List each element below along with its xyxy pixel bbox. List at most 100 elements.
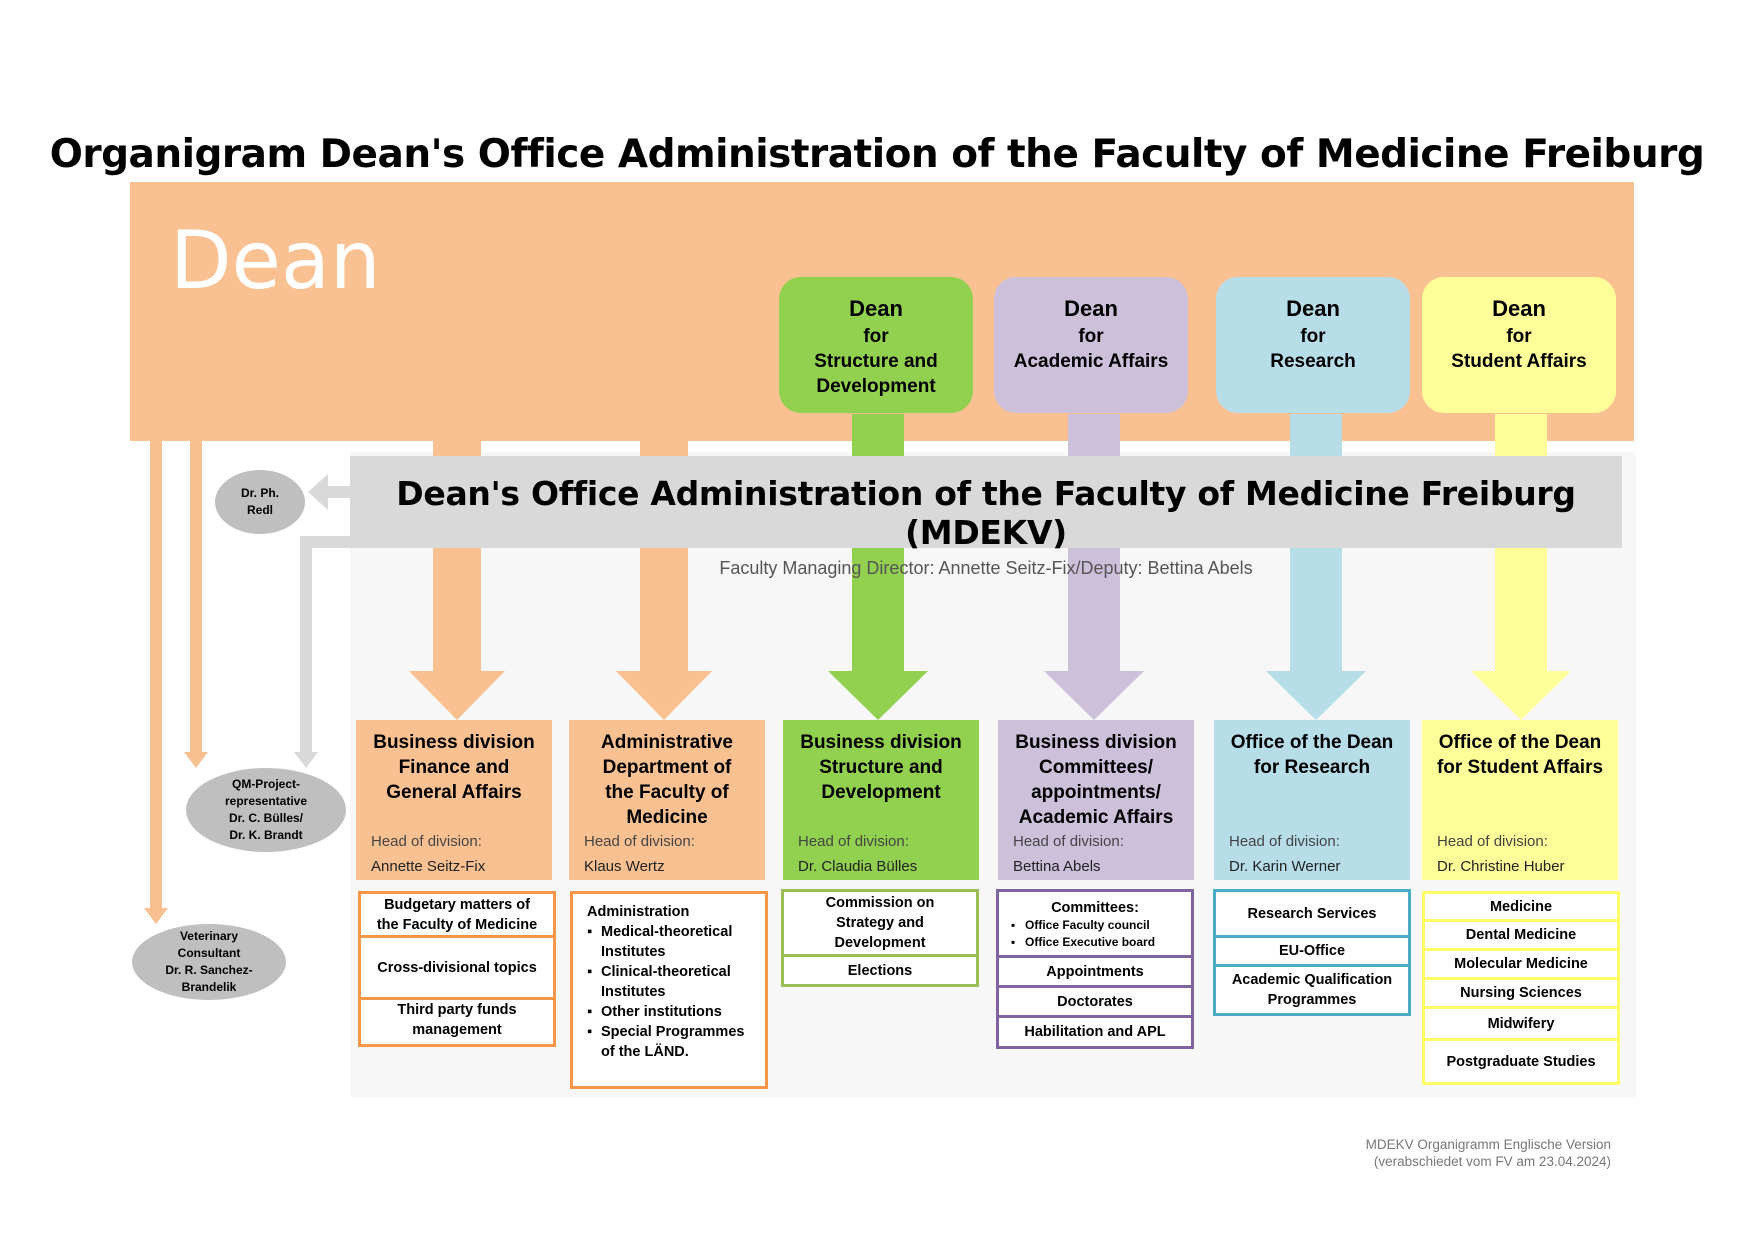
vice-dean-academic-l1: Dean <box>1064 296 1118 321</box>
staff-vet: Veterinary Consultant Dr. R. Sanchez- Br… <box>132 924 286 1000</box>
footer-line-1: MDEKV Organigramm Englische Version <box>1365 1137 1611 1152</box>
vice-dean-academic: Dean for Academic Affairs <box>994 277 1188 413</box>
division-finance: Business division Finance and General Af… <box>356 720 552 880</box>
arrow-structure-head <box>828 671 928 720</box>
task-budgetary-l2: the Faculty of Medicine <box>376 916 538 933</box>
task-doctorates: Doctorates <box>999 988 1191 1018</box>
division-committees-t2: Committees/ <box>1038 757 1154 778</box>
task-molecular-medicine: Molecular Medicine <box>1425 951 1617 980</box>
arrow-student-head <box>1471 671 1571 720</box>
arrow-research-head <box>1266 671 1366 720</box>
vice-dean-structure-l1: Dean <box>849 296 903 321</box>
task-eu-office: EU-Office <box>1216 938 1408 967</box>
task-nursing-sciences: Nursing Sciences <box>1425 980 1617 1009</box>
qm-connector <box>190 441 202 754</box>
division-committees: Business division Committees/ appointmen… <box>998 720 1194 880</box>
task-medicine: Medicine <box>1425 894 1617 922</box>
vice-dean-research-l1: Dean <box>1286 296 1340 321</box>
division-research-t2: for Research <box>1253 757 1371 778</box>
task-admin-item-3: Other institutions <box>587 1002 765 1022</box>
division-student-t1: Office of the Dean <box>1438 732 1602 753</box>
task-committees: Committees: Office Faculty council Offic… <box>999 892 1191 958</box>
task-third-party-l2: management <box>412 1022 502 1038</box>
staff-vet-l1: Veterinary <box>179 929 239 943</box>
task-postgraduate: Postgraduate Studies <box>1425 1041 1617 1082</box>
divisions-background <box>350 452 1636 1097</box>
task-committees-heading: Committees: <box>1051 900 1139 916</box>
division-structure-head-label: Head of division: <box>798 833 909 850</box>
task-commission: Commission on Strategy and Development <box>784 892 976 957</box>
division-committees-head: Bettina Abels <box>1013 858 1101 875</box>
vet-connector <box>150 441 162 911</box>
staff-redl: Dr. Ph. Redl <box>215 470 305 534</box>
division-admin-head: Klaus Wertz <box>584 858 665 875</box>
page-title: Organigram Dean's Office Administration … <box>49 132 1705 177</box>
task-commission-l3: Development <box>834 935 926 951</box>
vice-dean-research: Dean for Research <box>1216 277 1410 413</box>
arrow-finance-head <box>409 671 505 720</box>
tasks-admin: Administration Medical-theoreticalInstit… <box>570 891 768 1089</box>
division-finance-head-label: Head of division: <box>371 833 482 850</box>
division-admin-t2: Department of <box>602 757 732 778</box>
arrow-academic-head <box>1044 671 1144 720</box>
staff-qm-l2: representative <box>224 794 308 808</box>
task-academic-qualification: Academic Qualification Programmes <box>1216 967 1408 1013</box>
division-research-t1: Office of the Dean <box>1230 732 1394 753</box>
qm-gray-vertical <box>300 536 312 754</box>
division-research-head: Dr. Karin Werner <box>1229 858 1341 875</box>
qm-gray-arrowhead <box>294 752 318 768</box>
vet-arrowhead <box>144 908 168 924</box>
vice-dean-structure-l3: Structure and <box>814 351 938 372</box>
division-research: Office of the Dean for Research Head of … <box>1214 720 1410 880</box>
staff-qm: QM-Project- representative Dr. C. Bülles… <box>186 768 346 852</box>
task-budgetary-l1: Budgetary matters of <box>384 896 530 913</box>
division-student-t2: for Student Affairs <box>1436 757 1604 778</box>
staff-vet-l4: Brandelik <box>181 980 237 994</box>
task-third-party: Third party funds management <box>361 1000 553 1040</box>
division-student-head: Dr. Christine Huber <box>1437 858 1565 875</box>
division-structure-t1: Business division <box>800 732 962 753</box>
vice-dean-research-l2: for <box>1300 326 1326 347</box>
vice-dean-student-l2: for <box>1506 326 1532 347</box>
task-academic-qualification-l1: Academic Qualification <box>1231 972 1393 988</box>
redl-connector <box>326 486 352 498</box>
task-commission-l1: Commission on <box>825 895 935 911</box>
division-research-head-label: Head of division: <box>1229 833 1340 850</box>
task-midwifery: Midwifery <box>1425 1009 1617 1041</box>
division-student: Office of the Dean for Student Affairs H… <box>1422 720 1618 880</box>
staff-qm-l4: Dr. K. Brandt <box>229 828 303 842</box>
division-committees-t4: Academic Affairs <box>1018 807 1174 828</box>
division-student-head-label: Head of division: <box>1437 833 1548 850</box>
division-structure-t2: Structure and <box>819 757 943 778</box>
vice-dean-student-l3: Student Affairs <box>1451 351 1587 372</box>
division-structure-head: Dr. Claudia Bülles <box>798 858 918 875</box>
staff-redl-l2: Redl <box>246 503 273 517</box>
vice-dean-academic-l3: Academic Affairs <box>1013 351 1169 372</box>
division-structure-t3: Development <box>821 782 941 803</box>
task-cross-divisional: Cross-divisional topics <box>361 938 553 1000</box>
vice-dean-structure-l2: for <box>863 326 889 347</box>
staff-qm-l1: QM-Project- <box>231 777 300 791</box>
footer-note: MDEKV Organigramm Englische Version (ver… <box>1366 1136 1611 1170</box>
tasks-structure: Commission on Strategy and Development E… <box>781 889 979 987</box>
staff-vet-l3: Dr. R. Sanchez- <box>165 963 253 977</box>
division-finance-head: Annette Seitz-Fix <box>371 858 486 875</box>
division-admin-t3: the Faculty of <box>605 782 729 803</box>
vice-dean-structure: Dean for Structure and Development <box>779 277 973 413</box>
task-research-services: Research Services <box>1216 892 1408 938</box>
redl-arrowhead <box>308 474 328 510</box>
division-structure: Business division Structure and Developm… <box>783 720 979 880</box>
division-committees-t3: appointments/ <box>1031 782 1161 803</box>
footer-line-2: (verabschiedet vom FV am 23.04.2024) <box>1373 1154 1611 1169</box>
division-admin: Administrative Department of the Faculty… <box>569 720 765 880</box>
tasks-student: Medicine Dental Medicine Molecular Medic… <box>1422 891 1620 1085</box>
division-committees-head-label: Head of division: <box>1013 833 1124 850</box>
division-finance-t2: Finance and <box>398 757 510 778</box>
division-finance-t3: General Affairs <box>386 782 522 803</box>
division-admin-head-label: Head of division: <box>584 833 695 850</box>
staff-vet-l2: Consultant <box>177 946 241 960</box>
qm-arrowhead <box>184 752 208 768</box>
